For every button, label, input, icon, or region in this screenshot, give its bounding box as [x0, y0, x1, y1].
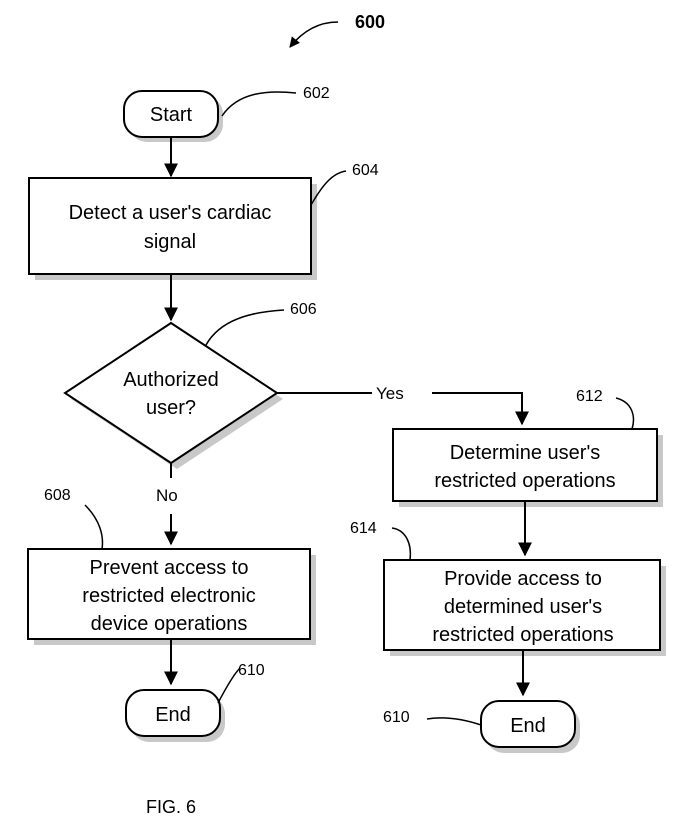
provide-node: Provide access to determined user's rest… — [383, 559, 666, 656]
start-leader-line — [221, 91, 297, 117]
arrow-yes-to-determine — [277, 392, 522, 424]
end-right-leader-line — [426, 717, 482, 726]
provide-node-label-line-1: Provide access to — [444, 568, 602, 590]
prevent-node-label-line-1: Prevent access to — [90, 557, 249, 579]
decision-node: Authorized user? — [63, 321, 283, 469]
determine-node-label-line-1: Determine user's — [450, 442, 601, 464]
decision-leader-line — [205, 309, 285, 346]
detect-node-label-line-1: Detect a user's cardiac — [69, 202, 272, 224]
start-ref-label: 602 — [303, 85, 330, 102]
decision-ref-label: 606 — [290, 301, 317, 318]
provide-node-label-line-3: restricted operations — [432, 624, 613, 646]
provide-node-label-line-2: determined user's — [444, 596, 602, 618]
determine-leader-line — [615, 397, 635, 430]
determine-node-label-line-2: restricted operations — [434, 470, 615, 492]
prevent-leader-line — [84, 504, 104, 550]
figure-pointer-arrow — [289, 21, 339, 48]
figure-caption: FIG. 6 — [146, 797, 196, 817]
start-node: Start — [123, 90, 223, 142]
determine-node: Determine user's restricted operations — [392, 428, 663, 507]
decision-node-label-line-2: user? — [146, 397, 196, 419]
end-left-leader-line — [217, 667, 241, 704]
provide-ref-label: 614 — [350, 520, 377, 537]
decision-node-label-line-1: Authorized — [123, 369, 219, 391]
prevent-node: Prevent access to restricted electronic … — [27, 548, 316, 645]
figure-number: 600 — [355, 12, 385, 32]
end-right-node: End — [480, 700, 580, 753]
detect-node-label-line-2: signal — [144, 231, 196, 253]
provide-leader-line — [391, 527, 412, 561]
end-right-ref-label: 610 — [383, 709, 410, 726]
end-right-node-label: End — [510, 715, 546, 737]
determine-ref-label: 612 — [576, 388, 603, 405]
end-left-ref-label: 610 — [238, 662, 265, 679]
yes-label: Yes — [376, 384, 404, 403]
detect-node: Detect a user's cardiac signal — [28, 177, 317, 280]
prevent-ref-label: 608 — [44, 487, 71, 504]
no-label: No — [156, 486, 178, 505]
detect-ref-label: 604 — [352, 162, 379, 179]
prevent-node-label-line-2: restricted electronic — [82, 585, 255, 607]
prevent-node-label-line-3: device operations — [91, 613, 248, 635]
start-node-label: Start — [150, 104, 193, 126]
detect-leader-line — [310, 170, 347, 206]
end-left-node-label: End — [155, 704, 191, 726]
end-left-node: End — [125, 689, 225, 742]
